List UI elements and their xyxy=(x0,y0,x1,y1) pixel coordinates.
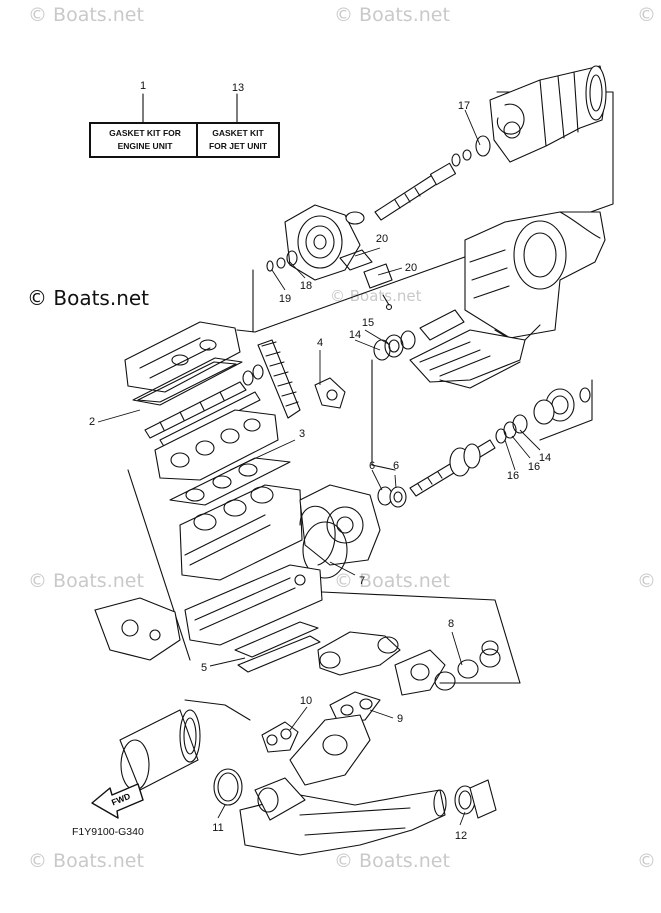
callout-number: 20 xyxy=(404,262,418,274)
callout-number: 20 xyxy=(375,233,389,245)
watermark: © Boats.net xyxy=(28,4,144,26)
callout-number: 4 xyxy=(316,337,324,349)
gasket-kit-engine-box: GASKET KIT FOR ENGINE UNIT xyxy=(89,122,201,158)
callout-number: 19 xyxy=(278,293,292,305)
callout-number: 12 xyxy=(454,830,468,842)
callout-number: 16 xyxy=(506,470,520,482)
callout-number: 14 xyxy=(538,452,552,464)
callout-number: 14 xyxy=(348,329,362,341)
callout-number: 5 xyxy=(200,662,208,674)
watermark: © Boats.net xyxy=(334,4,450,26)
watermark: © xyxy=(637,570,656,592)
kit-line: ENGINE UNIT xyxy=(117,141,173,151)
gasket-kit-jet-box: GASKET KIT FOR JET UNIT xyxy=(196,122,280,158)
callout-number: 15 xyxy=(361,317,375,329)
callout-number: 3 xyxy=(298,428,306,440)
diagram-code: F1Y9100-G340 xyxy=(72,826,144,838)
watermark: © Boats.net xyxy=(334,570,450,592)
callout-number: 11 xyxy=(212,822,224,834)
callout-number: 8 xyxy=(447,618,455,630)
watermark: © Boats.net xyxy=(28,570,144,592)
kit-line: FOR JET UNIT xyxy=(208,141,268,151)
callout-number: 7 xyxy=(358,575,366,587)
callout-number: 13 xyxy=(231,82,245,94)
watermark: © xyxy=(637,4,656,26)
callout-number: 10 xyxy=(299,695,313,707)
callout-number: 17 xyxy=(457,100,471,112)
watermark: © xyxy=(637,850,656,872)
callout-number: 18 xyxy=(299,280,313,292)
brand-label: © Boats.net xyxy=(27,286,150,310)
callout-number: 6 xyxy=(368,460,376,472)
watermark: © Boats.net xyxy=(330,287,422,305)
callout-number: 1 xyxy=(139,80,147,92)
kit-line: GASKET KIT xyxy=(212,128,264,138)
callout-number: 6 xyxy=(392,460,400,472)
callout-number: 9 xyxy=(396,713,404,725)
watermark: © Boats.net xyxy=(334,850,450,872)
watermark: © Boats.net xyxy=(28,850,144,872)
callout-number: 16 xyxy=(527,461,541,473)
kit-line: GASKET KIT FOR xyxy=(109,128,181,138)
callout-number: 2 xyxy=(88,416,96,428)
